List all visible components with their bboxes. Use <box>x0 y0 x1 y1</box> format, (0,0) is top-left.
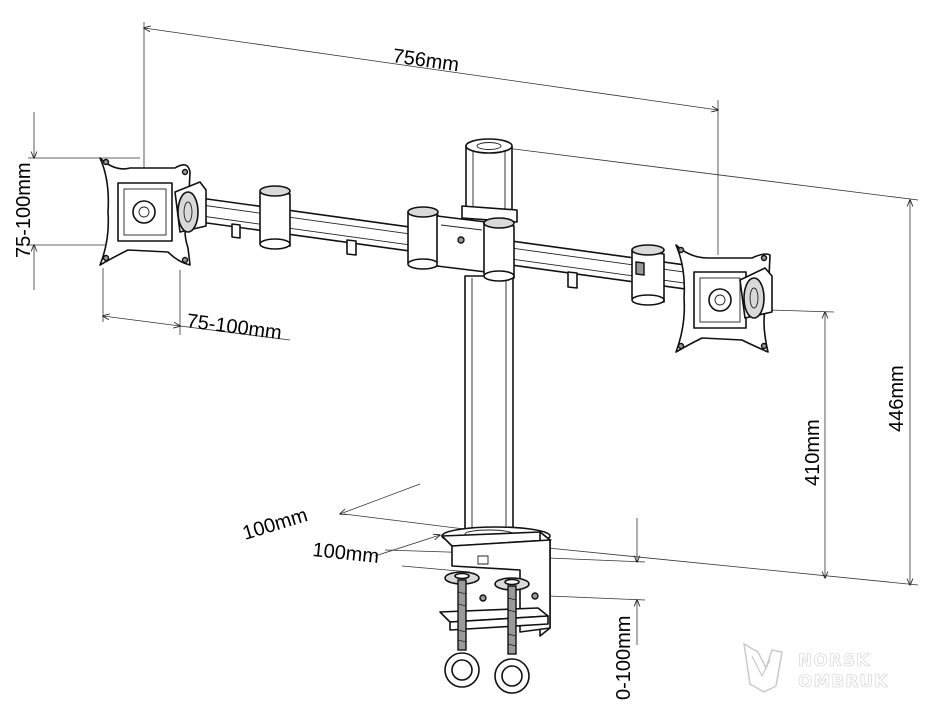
dimension-label-arm-height: 410mm <box>802 419 824 486</box>
vertical-pole <box>461 138 518 539</box>
dimension-vesa-horizontal: 75-100mm <box>103 268 291 344</box>
dimension-label-clamp-depth-2: 100mm <box>311 539 380 568</box>
dimension-label-total-height: 446mm <box>886 365 908 432</box>
dimension-label-clamp-depth-1: 100mm <box>240 504 310 545</box>
logo-line-2: OMBRUK <box>798 672 888 692</box>
vesa-tilt-joint-right <box>739 267 773 319</box>
clamp-screw-left <box>444 571 480 688</box>
dimension-label-desk-thickness: 0-100mm <box>613 616 635 700</box>
vesa-plate-left <box>99 157 207 266</box>
dimension-total-height: 446mm <box>497 146 919 585</box>
dimension-desk-thickness: 0-100mm <box>547 518 646 700</box>
arm-slider-left <box>259 185 291 250</box>
norsk-ombruk-logo: NORSK OMBRUK <box>743 642 888 693</box>
logo-line-1: NORSK <box>798 651 870 671</box>
vesa-plate-right <box>675 244 773 353</box>
dimension-label-total-width: 756mm <box>391 45 460 76</box>
arm-slider-right <box>631 244 665 306</box>
dimension-arm-height: 410mm <box>769 309 835 578</box>
arm-slider-center-left <box>407 206 439 270</box>
desk-clamp <box>439 526 551 694</box>
vesa-tilt-joint-left <box>174 181 207 233</box>
arm-slider-center-right <box>483 217 515 282</box>
logo-mark-icon <box>743 642 783 693</box>
dimension-label-vesa-horizontal: 75-100mm <box>185 310 283 344</box>
horizontal-arm <box>177 185 766 306</box>
dimension-vesa-vertical: 75-100mm <box>13 112 140 290</box>
dimension-label-vesa-vertical: 75-100mm <box>13 162 35 258</box>
arm-center-bracket <box>436 215 487 273</box>
clamp-screw-right <box>494 577 530 694</box>
